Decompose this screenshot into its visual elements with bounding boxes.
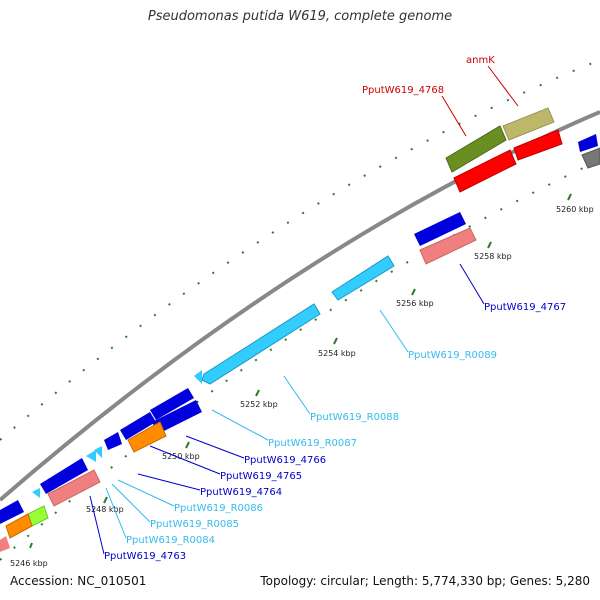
feature-blue-gene-3 [104,432,122,450]
tick-label-5252: 5252 kbp [240,400,278,409]
leader-anmK [487,65,519,107]
label-PputW619_R0087: PputW619_R0087 [268,438,357,449]
tick-5252 [255,389,260,397]
label-PputW619_R0084: PputW619_R0084 [126,535,215,546]
label-PputW619_4765: PputW619_4765 [220,471,302,482]
feature-gray-gene [581,147,600,169]
gene-labels: anmK PputW619_4768 PputW619_4767 PputW61… [104,55,566,562]
leader-R0089 [379,309,409,353]
accession-text: Accession: NC_010501 [10,574,147,588]
leader-R0085 [111,483,151,523]
feature-cyan-trna [194,370,202,384]
feature-cyan-small-left [32,488,40,498]
feature-orange-gene [127,421,167,453]
label-PputW619_R0085: PputW619_R0085 [150,519,239,530]
leader-R0087 [211,409,269,441]
label-PputW619_4767: PputW619_4767 [484,302,566,313]
tick-label-5248: 5248 kbp [86,505,124,514]
feature-pink-gene-1 [419,227,477,265]
label-PputW619_R0089: PputW619_R0089 [408,350,497,361]
leader-R0084 [105,487,127,539]
label-PputW619_4763: PputW619_4763 [104,551,186,562]
feature-blue-gene-7 [152,400,202,434]
tick-label-5260: 5260 kbp [556,205,594,214]
label-PputW619_4764: PputW619_4764 [200,487,282,498]
tick-5248 [103,496,108,504]
tick-label-5250: 5250 kbp [162,452,200,461]
label-leaders [89,65,519,555]
leader-R0088 [283,375,311,415]
feature-blue-gene-2 [120,412,156,440]
feature-cyan-rrna-large [201,303,321,385]
feature-red-gene-1 [453,149,517,193]
inner-guide-track [0,159,600,561]
feature-blue-gene-top [578,134,598,152]
tick-5250 [185,441,190,449]
tick-5256 [411,288,416,296]
tick-5258 [487,241,492,249]
label-PputW619_R0088: PputW619_R0088 [310,412,399,423]
feature-cyan-arrows [86,450,96,462]
leader-4767 [459,263,485,305]
feature-blue-gene-4 [40,458,88,494]
outer-strand-features [0,107,600,524]
feature-olive-gene [445,125,507,173]
feature-cyan-rrna-small [331,255,395,301]
leader-4763 [89,495,105,555]
leader-R0086 [117,479,175,507]
tick-5260 [567,193,572,201]
inner-strand-features [0,129,563,552]
feature-red-gene-2 [513,129,563,161]
feature-blue-gene-1 [150,388,194,420]
tick-5254 [333,337,338,345]
label-PputW619_R0086: PputW619_R0086 [174,503,263,514]
tick-label-5256: 5256 kbp [396,299,434,308]
feature-pink-gene-left [0,536,10,552]
map-title: Pseudomonas putida W619, complete genome [147,9,453,24]
label-anmK: anmK [466,55,495,66]
tick-label-5258: 5258 kbp [474,252,512,261]
feature-blue-gene-6 [414,212,466,246]
ruler-tick-labels: 5246 kbp 5248 kbp 5250 kbp 5252 kbp 5254… [10,205,594,568]
feature-khaki-gene [502,107,555,141]
feature-pink-gene-2 [47,469,101,507]
feature-cyan-arrows-2 [94,446,102,458]
label-PputW619_4768: PputW619_4768 [362,85,444,96]
outer-guide-track [0,59,600,441]
leader-4764 [137,473,201,491]
label-PputW619_4766: PputW619_4766 [244,455,326,466]
ruler-ticks [29,193,572,549]
tick-label-5246: 5246 kbp [10,559,48,568]
feature-orange-gene-left [5,513,33,539]
leader-4768 [441,95,467,137]
guide-tracks [0,59,600,561]
tick-label-5254: 5254 kbp [318,349,356,358]
tick-5246 [29,542,33,549]
leader-4766 [185,435,245,459]
feature-blue-gene-5 [0,500,24,524]
genome-stats-text: Topology: circular; Length: 5,774,330 bp… [260,574,590,588]
leader-4765 [149,445,221,475]
